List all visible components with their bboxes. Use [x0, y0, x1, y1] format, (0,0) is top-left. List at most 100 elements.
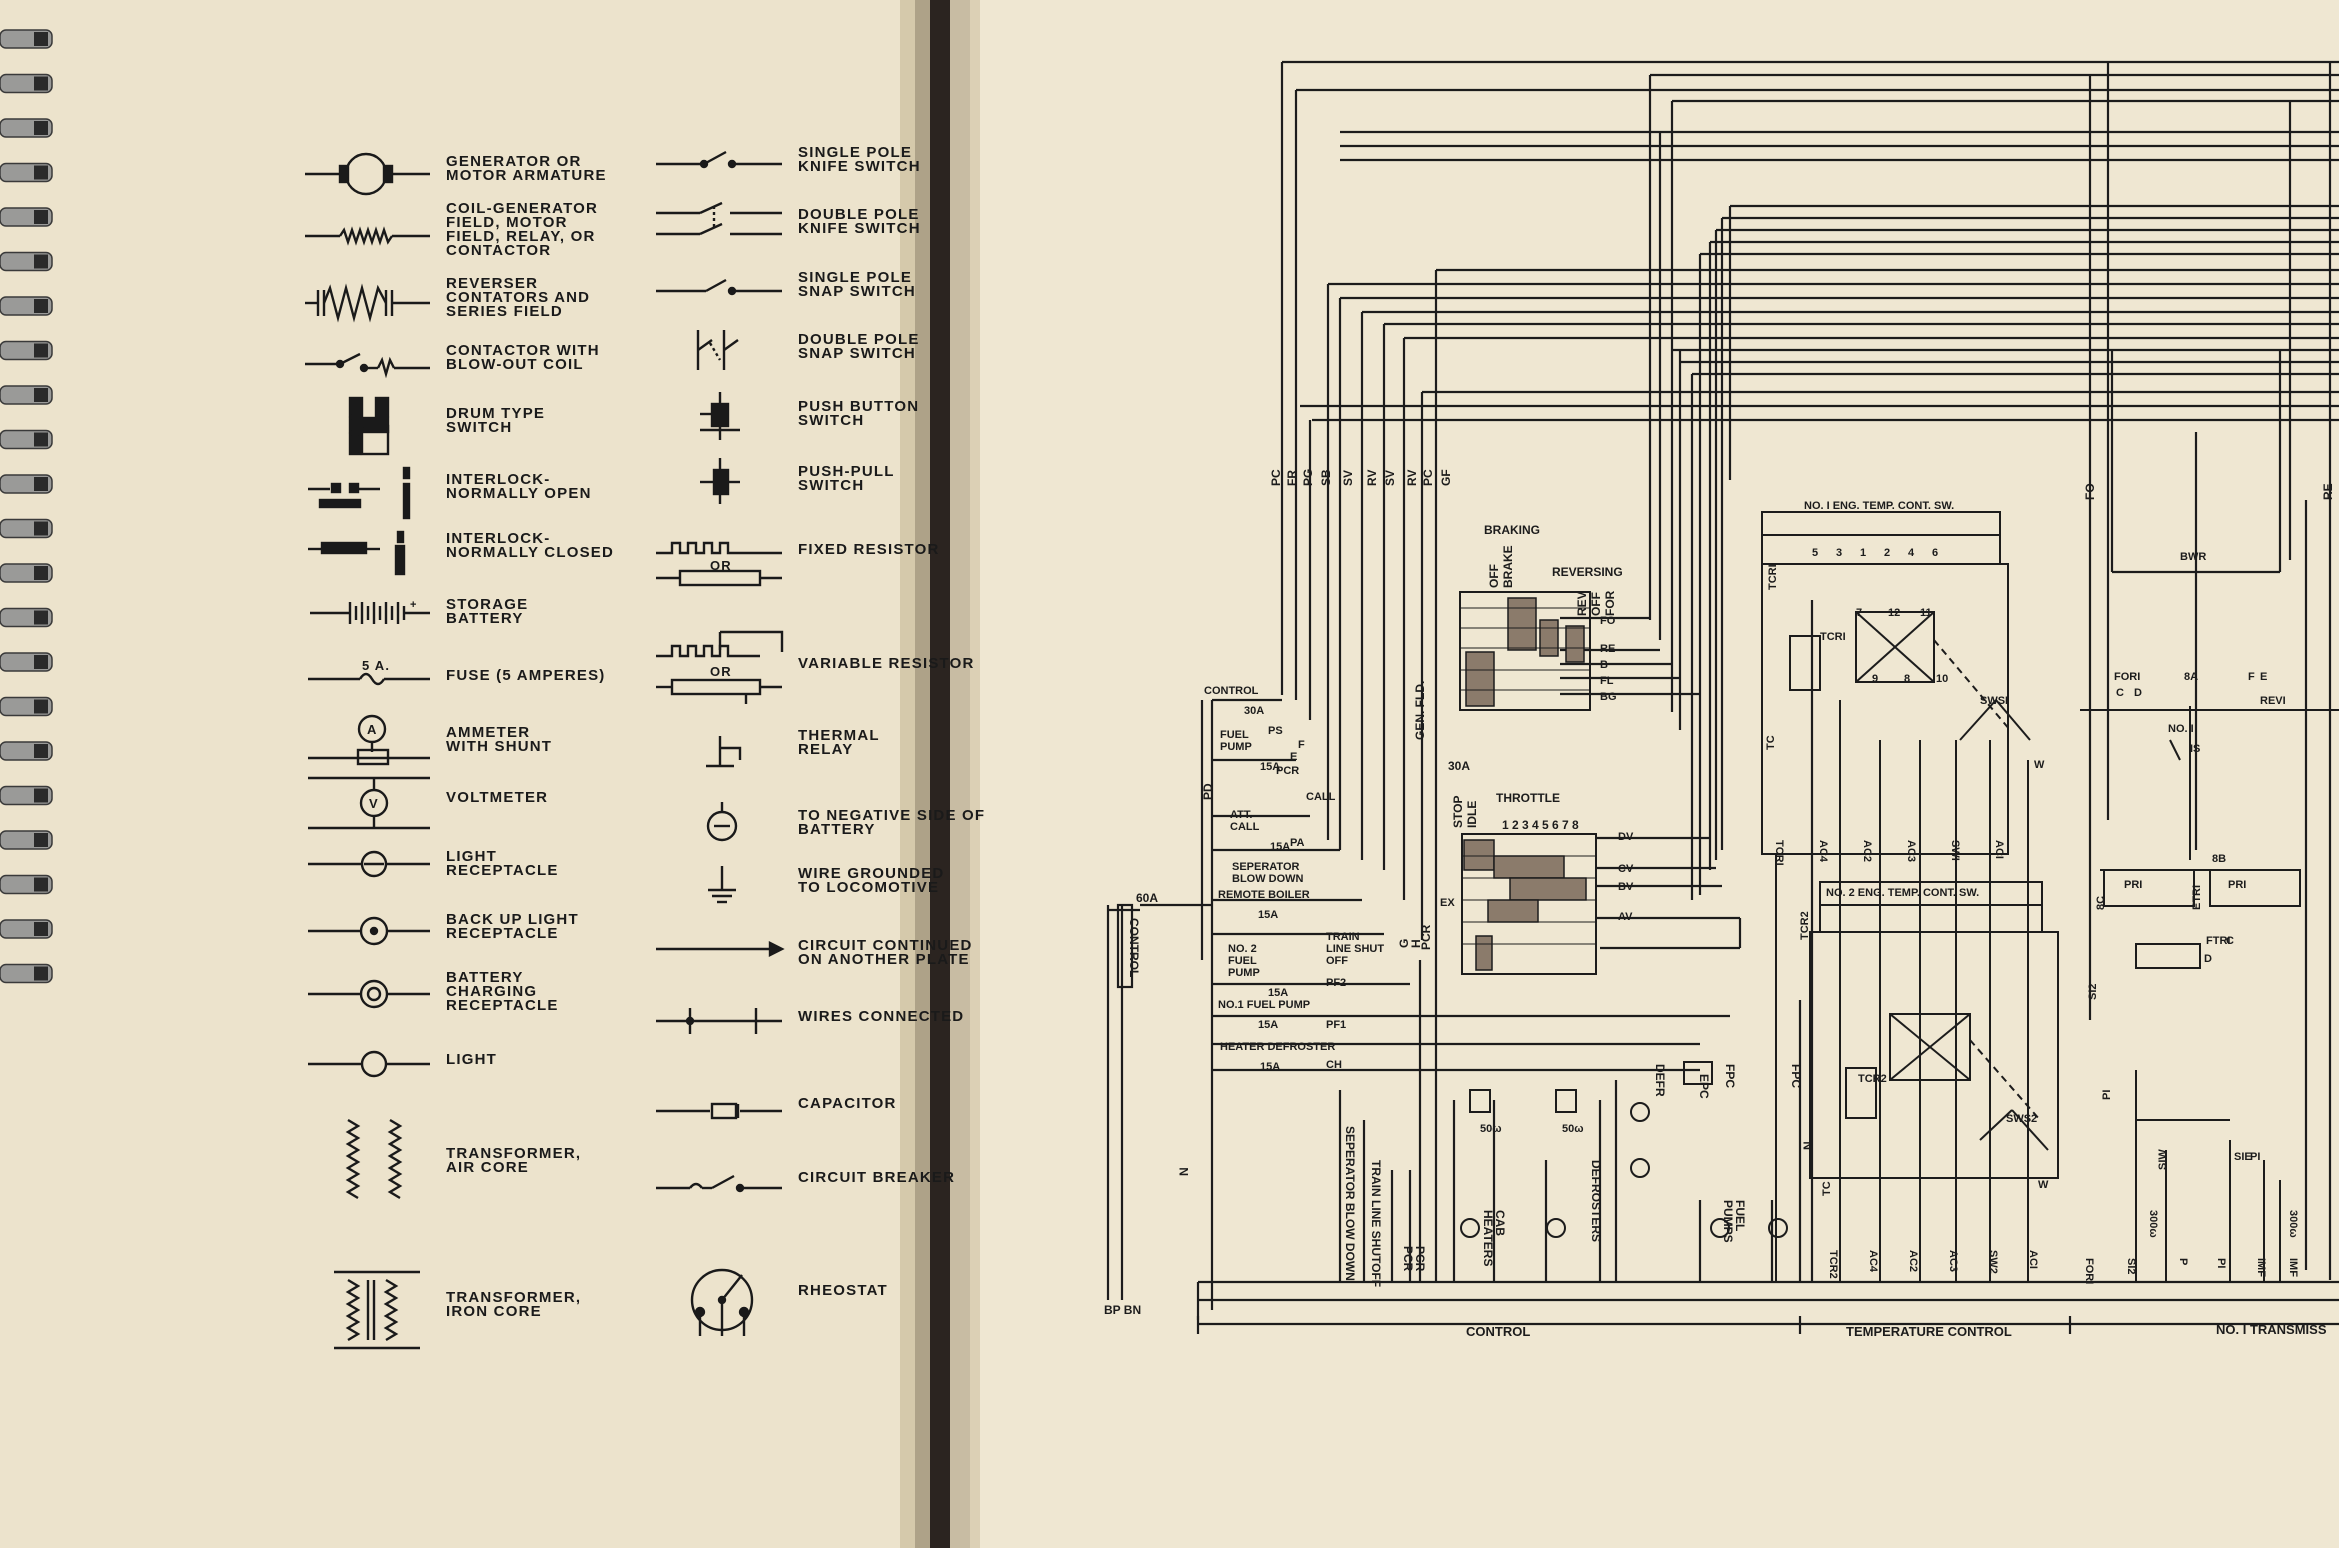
braking-reversing-drum: [1459, 591, 1591, 711]
fuse-tag: 5 A.: [362, 658, 390, 673]
bus-wires: [1106, 60, 2339, 1334]
relay-label: TC: [1765, 735, 1777, 750]
variable-resistor-symbol: [656, 630, 784, 704]
spiral-hole: [34, 432, 48, 447]
relay-pin: 2: [1884, 547, 1890, 559]
symbol-legend: [305, 150, 785, 1350]
right-label: PI: [2101, 1090, 2113, 1100]
right-label: SIE: [2234, 1151, 2252, 1163]
relay-pin: 7: [1856, 607, 1862, 619]
braking-position: BRAKE: [1501, 545, 1515, 588]
spiral-hole: [34, 76, 48, 91]
thermal-relay-symbol: [706, 736, 742, 768]
spiral-hole: [34, 32, 48, 46]
fuse-label: EPC: [1697, 1074, 1711, 1099]
bottom-devices: [1460, 1061, 1788, 1238]
negative-battery-symbol: [706, 802, 738, 842]
eng1-temp-switch: [1761, 511, 2031, 1282]
misc-label: PCR: [1419, 924, 1433, 950]
throttle-title: THROTTLE: [1496, 791, 1560, 805]
battery-tag: +: [410, 599, 418, 611]
section-control: CONTROL: [1466, 1324, 1530, 1339]
right-label: 8A: [2184, 671, 2198, 683]
wire-tag: PC: [1269, 469, 1283, 486]
drum-output-tag: BG: [1600, 691, 1617, 703]
device-label: FUELPUMPS: [1721, 1200, 1747, 1243]
push-button-symbol: [700, 392, 740, 440]
rheostat-symbol: [690, 1268, 754, 1336]
drum-output-tag: FO: [1600, 615, 1616, 627]
voltmeter-tag: V: [369, 796, 379, 811]
right-label: PI: [2250, 1151, 2260, 1163]
right-label: FTRI: [2206, 935, 2230, 947]
wire-tag: FO: [2083, 483, 2097, 500]
breaker-rating: 15A: [1260, 1061, 1280, 1073]
reversing-position: FOR: [1603, 590, 1617, 616]
wire-tag: GF: [1439, 469, 1453, 486]
breaker-rating: 15A: [1260, 761, 1280, 773]
battery-symbol: [310, 602, 430, 624]
wire-tag: RV: [1365, 470, 1379, 486]
device-label: SEPERATOR BLOW DOWN: [1343, 1126, 1357, 1281]
breaker-label: HEATER DEFROSTER: [1220, 1041, 1335, 1053]
braking-position: OFF: [1487, 564, 1501, 588]
right-label: SIW: [2157, 1149, 2169, 1170]
breaker-tag: CH: [1326, 1059, 1342, 1071]
rheostat-value: 50ω: [1480, 1123, 1502, 1135]
coil-label: SW2: [1987, 1250, 1999, 1274]
braking-title: BRAKING: [1484, 523, 1540, 537]
left-page: [0, 0, 940, 1548]
right-label: 8B: [2212, 853, 2226, 865]
right-label: PRI: [2124, 879, 2142, 891]
throttle-idle: IDLE: [1465, 801, 1479, 828]
wires-connected-symbol: [656, 1008, 782, 1034]
spiral-hole: [34, 477, 48, 491]
drum-switch-symbol: [348, 396, 390, 456]
wire-tag: RE: [2321, 483, 2335, 500]
relay-label: TCR2: [1799, 911, 1811, 940]
coil-label: ACI: [2027, 1250, 2039, 1269]
legend-label-voltmeter: VOLTMETER: [446, 789, 548, 806]
right-label: 300ω: [2147, 1210, 2159, 1238]
spiral-hole: [34, 566, 48, 580]
breaker-rating: 15A: [1258, 909, 1278, 921]
throttle-output-tag: CV: [1618, 863, 1634, 875]
double-pole-knife-symbol: [656, 201, 782, 236]
wire-tag: SV: [1341, 470, 1355, 486]
coil-label: ACI: [1993, 840, 2005, 859]
fuse-label: FPC: [1723, 1064, 1737, 1088]
right-label: FORI: [2114, 671, 2140, 683]
breaker-tag: PS: [1268, 725, 1283, 737]
breaker-tag: PF1: [1326, 1019, 1346, 1031]
spiral-hole: [34, 388, 48, 402]
bwr-label: BWR: [2180, 551, 2206, 563]
spiral-hole: [34, 210, 48, 224]
light-symbol: [308, 1050, 430, 1078]
right-label: 300ω: [2287, 1210, 2299, 1238]
reversing-position: REV: [1575, 591, 1589, 616]
section-temperature: TEMPERATURE CONTROL: [1846, 1324, 2012, 1339]
reverser-contactor-symbol: [305, 283, 430, 323]
circuit-breaker-symbol: [656, 1174, 782, 1193]
wire-tag: PC: [1421, 469, 1435, 486]
fixed-resistor-tag: OR: [710, 558, 732, 573]
right-label: C: [2116, 687, 2124, 699]
spiral-hole: [34, 610, 48, 625]
relay-label: TCR2: [1858, 1073, 1887, 1085]
relay-pin: 6: [1932, 547, 1938, 559]
coil-label: AC4: [1867, 1250, 1879, 1273]
